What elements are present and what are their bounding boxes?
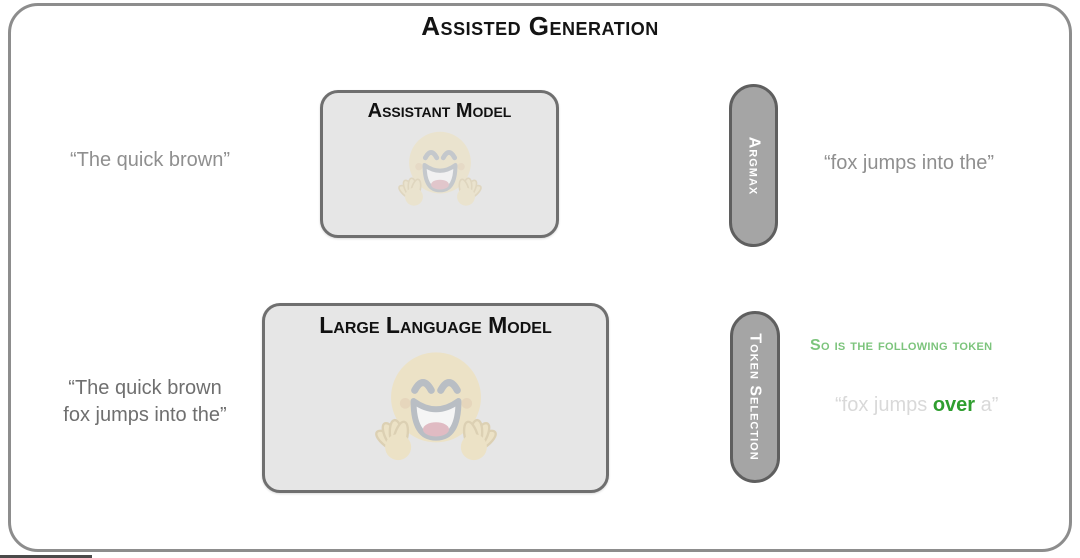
video-progress-bar[interactable] xyxy=(0,555,92,558)
assistant-model-box: Assistant Model xyxy=(320,90,559,238)
llm-output-prefix: “fox jumps xyxy=(835,394,933,416)
llm-output-suffix: a” xyxy=(975,394,999,416)
assistant-input-text: “The quick brown” xyxy=(69,149,231,171)
llm-input-text: “The quick brown fox jumps into the” xyxy=(25,375,265,429)
llm-input-line1: “The quick brown xyxy=(68,377,222,399)
assistant-output-text: “fox jumps into the” xyxy=(824,152,995,174)
assistant-model-title: Assistant Model xyxy=(367,100,512,122)
token-selection-pill-label: Token Selection xyxy=(747,333,765,461)
argmax-pill: Argmax xyxy=(729,84,778,247)
annotation-text: So is the following token xyxy=(810,337,993,354)
hugging-face-emoji xyxy=(365,338,507,471)
page-title: Assisted Generation xyxy=(421,11,659,41)
argmax-pill-label: Argmax xyxy=(745,136,763,195)
token-selection-pill: Token Selection xyxy=(730,311,780,483)
llm-output-text: “fox jumps over a” xyxy=(835,394,1075,417)
hugging-face-emoji xyxy=(391,122,489,213)
llm-model-title: Large Language Model xyxy=(319,312,552,338)
llm-input-line2: fox jumps into the” xyxy=(63,404,227,426)
large-language-model-box: Large Language Model xyxy=(262,303,609,493)
llm-output-highlighted-token: over xyxy=(932,394,976,416)
